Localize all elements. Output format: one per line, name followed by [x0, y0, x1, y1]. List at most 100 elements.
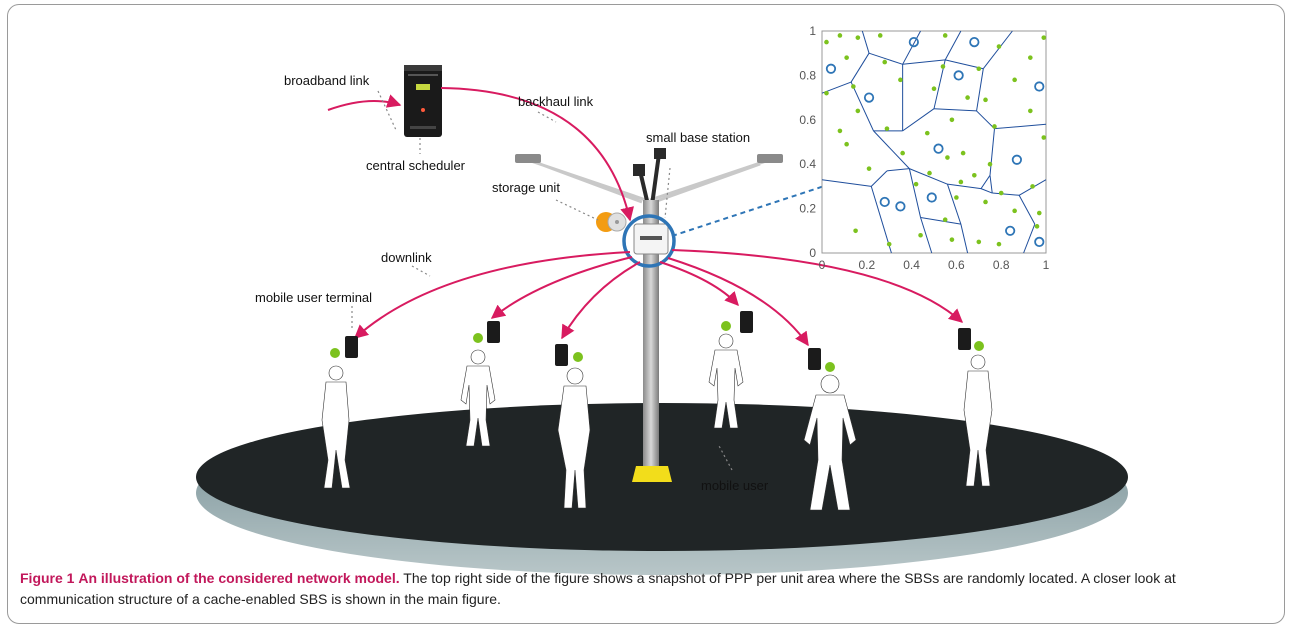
sbs-point	[825, 63, 837, 74]
mobile-users	[321, 333, 993, 511]
phone-icon	[473, 321, 500, 343]
y-tick-label: 0.2	[799, 202, 816, 216]
user-point	[976, 239, 982, 245]
user-point	[924, 130, 930, 136]
figure-caption: Figure 1 An illustration of the consider…	[20, 568, 1270, 610]
cell-edge	[920, 217, 933, 254]
sbs-point	[969, 36, 980, 48]
cell-edge	[909, 168, 948, 185]
cell-edge	[902, 30, 922, 65]
cell-edge	[1023, 223, 1036, 254]
cell-edge	[980, 175, 991, 189]
user-point	[886, 241, 892, 247]
user-point	[942, 33, 948, 38]
cell-edge	[850, 52, 870, 83]
user-point	[1028, 108, 1033, 114]
downlink-arrow-4	[659, 261, 739, 307]
user-point	[1041, 135, 1047, 140]
user-point	[1041, 35, 1047, 40]
user-point	[855, 35, 861, 40]
cell-edge	[982, 30, 1013, 70]
downlink-arrow-2	[490, 256, 633, 319]
user-point	[1012, 208, 1017, 214]
user-point	[942, 217, 948, 222]
cell-edge	[989, 175, 993, 194]
x-tick-label: 1	[1043, 258, 1050, 272]
user-point	[949, 237, 955, 242]
user-point	[900, 150, 905, 156]
cell-edge	[1018, 195, 1036, 225]
person-icon	[321, 365, 351, 489]
plot-points	[824, 33, 1047, 247]
label-mobile-user-terminal: mobile user terminal	[255, 290, 372, 305]
label-small-base-station: small base station	[646, 130, 750, 145]
cell-edge	[980, 188, 993, 194]
cell-edge	[992, 192, 1020, 196]
small-base-station-pole	[515, 148, 783, 482]
cell-edge	[850, 81, 874, 132]
caption-title: An illustration of the considered networ…	[78, 570, 400, 586]
sbs-point	[1034, 236, 1045, 247]
y-tick-label: 0.4	[799, 157, 816, 171]
user-point	[866, 166, 872, 171]
user-point	[898, 77, 903, 83]
person-icon	[557, 367, 591, 509]
y-tick-label: 1	[809, 24, 816, 38]
user-point	[913, 181, 919, 187]
user-point	[884, 126, 890, 131]
label-central-scheduler: central scheduler	[366, 158, 466, 173]
user-point	[851, 84, 856, 89]
user-point	[1036, 210, 1042, 216]
sbs-point	[933, 143, 944, 154]
user-point	[844, 55, 849, 60]
cell-edge	[945, 59, 984, 70]
phone-icon	[555, 344, 583, 366]
cell-edge	[960, 224, 969, 254]
cell-edge	[976, 110, 995, 130]
sbs-point	[863, 92, 875, 103]
user-point	[1012, 77, 1017, 83]
cell-edge	[868, 52, 903, 65]
sbs-point	[926, 192, 937, 203]
user-point	[853, 228, 858, 234]
y-tick-label: 0	[809, 246, 816, 260]
cell-edge	[886, 168, 910, 172]
sbs-point	[1034, 81, 1045, 92]
mobile-user-terminals	[330, 311, 984, 372]
user-point	[996, 241, 1002, 247]
person-icon	[963, 354, 993, 487]
cell-edge	[920, 216, 961, 225]
downlink-arrow-5	[667, 257, 809, 347]
backhaul-link-arrow	[440, 87, 634, 222]
label-downlink: downlink	[381, 250, 432, 265]
user-point	[945, 155, 950, 160]
user-point	[844, 141, 849, 147]
user-point	[931, 86, 937, 92]
user-point	[983, 97, 988, 103]
user-point	[877, 33, 883, 38]
user-point	[992, 124, 997, 129]
user-point	[954, 195, 959, 200]
central-scheduler-server	[404, 65, 442, 137]
user-point	[996, 44, 1002, 49]
downlink-arrow-6	[671, 249, 964, 323]
user-point	[976, 66, 982, 72]
user-point	[837, 33, 843, 38]
cell-edge	[947, 183, 982, 190]
user-point	[918, 232, 923, 238]
downlink-arrow-1	[353, 251, 631, 339]
user-point	[972, 173, 977, 178]
phone-icon	[330, 336, 358, 358]
cell-edge	[946, 184, 962, 225]
downlink-arrow-3	[561, 261, 641, 340]
user-point	[960, 150, 966, 156]
user-point	[983, 199, 988, 205]
cell-edge	[870, 170, 888, 187]
cell-edge	[902, 59, 946, 65]
x-tick-label: 0.8	[993, 258, 1010, 272]
sbs-point	[1011, 154, 1022, 165]
phone-icon	[721, 311, 753, 333]
cell-edge	[870, 186, 892, 254]
